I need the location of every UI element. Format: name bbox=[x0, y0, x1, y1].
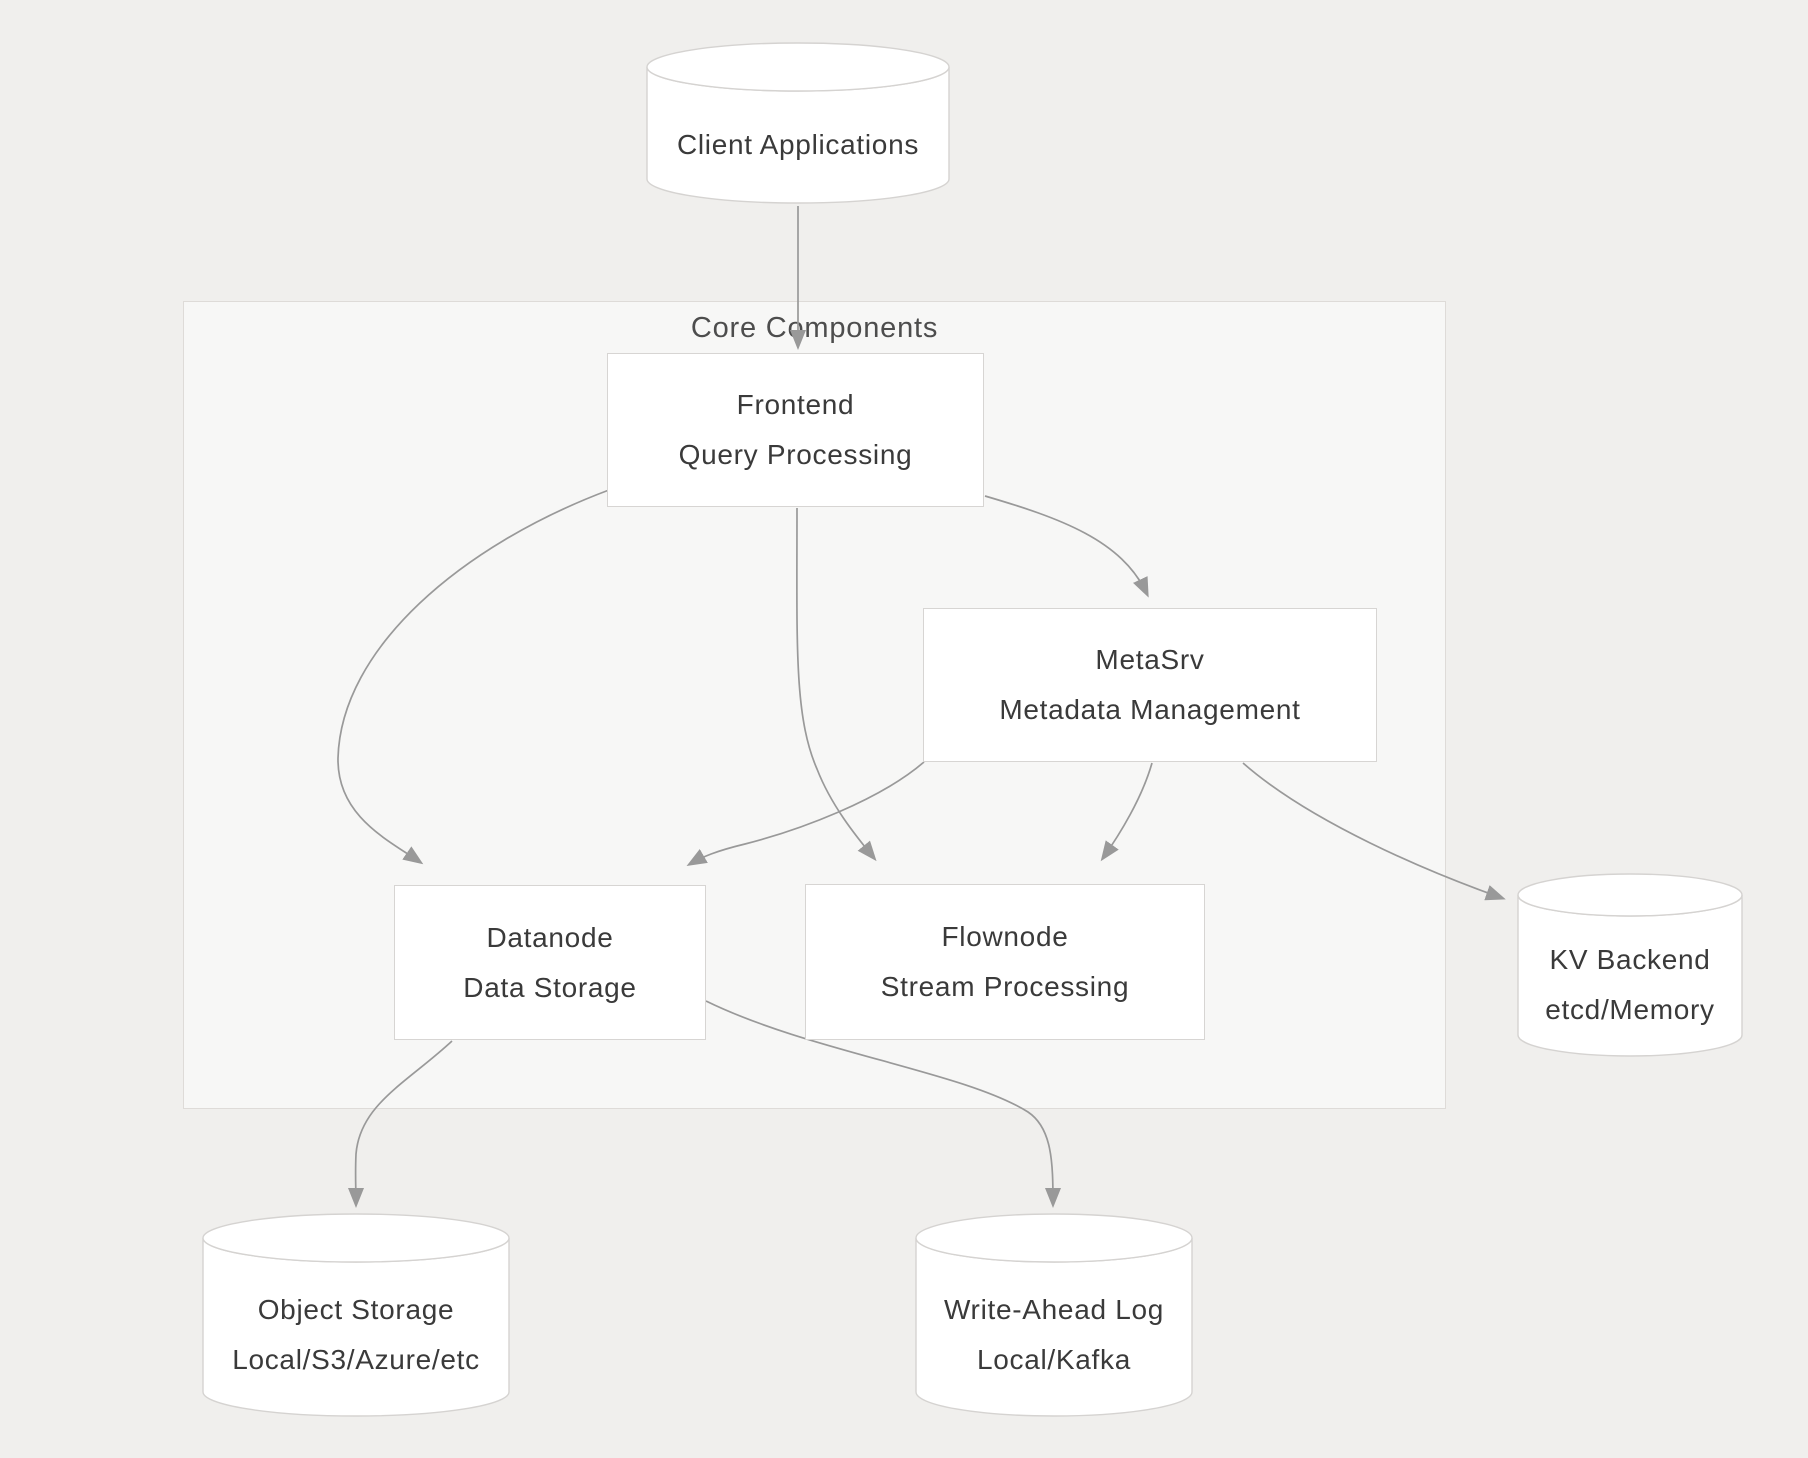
cylinder-icon bbox=[915, 1213, 1193, 1417]
node-label: MetaSrv bbox=[1095, 644, 1205, 675]
cylinder-icon bbox=[202, 1213, 510, 1417]
node-sublabel: Query Processing bbox=[678, 439, 913, 470]
node-label: Datanode bbox=[486, 921, 614, 953]
cylinder-icon bbox=[1517, 873, 1743, 1057]
edge-frontend-to-flownode bbox=[796, 507, 877, 862]
node-sublabel: Stream Processing bbox=[880, 971, 1130, 1002]
datanode-node: Datanode Data Storage bbox=[394, 885, 706, 1040]
client-applications-node: Client Applications bbox=[646, 42, 950, 204]
node-label: Object Storage bbox=[257, 1294, 455, 1325]
object-storage-node: Object Storage Local/S3/Azure/etc bbox=[202, 1213, 510, 1417]
edge-frontend-to-datanode bbox=[337, 489, 610, 865]
core-components-group-title: Core Components bbox=[690, 312, 939, 344]
node-label: Frontend bbox=[736, 389, 855, 420]
edge-datanode-to-object-storage bbox=[347, 1040, 453, 1208]
metasrv-node: MetaSrv Metadata Management bbox=[923, 608, 1377, 762]
edge-frontend-to-metasrv bbox=[984, 495, 1149, 598]
flownode-node: Flownode Stream Processing bbox=[805, 884, 1205, 1040]
write-ahead-log-node: Write-Ahead Log Local/Kafka bbox=[915, 1213, 1193, 1417]
node-sublabel: Local/S3/Azure/etc bbox=[232, 1344, 480, 1375]
edge-metasrv-to-datanode bbox=[686, 761, 925, 867]
node-sublabel: etcd/Memory bbox=[1545, 994, 1715, 1025]
edge-metasrv-to-flownode bbox=[1100, 762, 1153, 862]
node-sublabel: Data Storage bbox=[463, 971, 637, 1003]
node-label: Client Applications bbox=[676, 129, 920, 160]
edge-datanode-to-write-ahead-log bbox=[705, 1000, 1061, 1208]
cylinder-icon bbox=[646, 42, 950, 204]
edge-metasrv-to-kv-backend bbox=[1242, 762, 1506, 901]
node-label: KV Backend bbox=[1549, 944, 1711, 975]
kv-backend-node: KV Backend etcd/Memory bbox=[1517, 873, 1743, 1057]
frontend-node: Frontend Query Processing bbox=[607, 353, 984, 507]
node-label: Flownode bbox=[941, 921, 1069, 952]
node-sublabel: Local/Kafka bbox=[976, 1344, 1132, 1375]
node-sublabel: Metadata Management bbox=[999, 694, 1301, 725]
node-label: Write-Ahead Log bbox=[943, 1294, 1165, 1325]
